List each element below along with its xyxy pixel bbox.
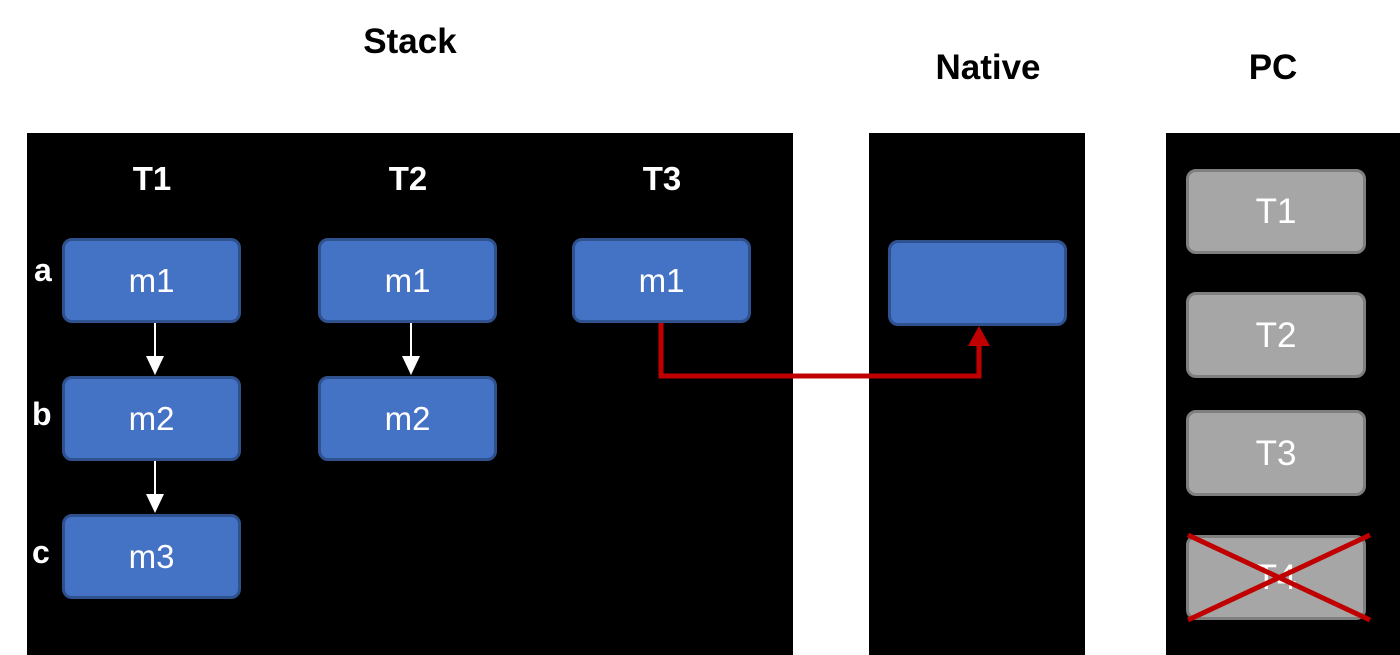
t3-frame-m1: m1 [572,238,751,323]
row-label-a: a [34,252,52,288]
pc-title: PC [1248,48,1298,87]
pc-register-t1: T1 [1186,169,1366,254]
native-panel [869,133,1085,655]
pc-register-t3: T3 [1186,410,1366,496]
native-title: Native [935,48,1041,87]
stack-title: Stack [363,22,457,61]
t2-frame-m1: m1 [318,238,497,323]
native-frame [888,240,1067,326]
t1-frame-m1: m1 [62,238,241,323]
pc-register-t4: T4 [1186,535,1366,620]
thread-title-t1: T1 [132,160,172,197]
t2-frame-m2: m2 [318,376,497,461]
row-label-c: c [32,534,50,570]
t1-frame-m2: m2 [62,376,241,461]
thread-title-t3: T3 [642,160,682,197]
t1-frame-m3: m3 [62,514,241,599]
row-label-b: b [32,396,52,432]
pc-register-t2: T2 [1186,292,1366,378]
thread-title-t2: T2 [388,160,428,197]
